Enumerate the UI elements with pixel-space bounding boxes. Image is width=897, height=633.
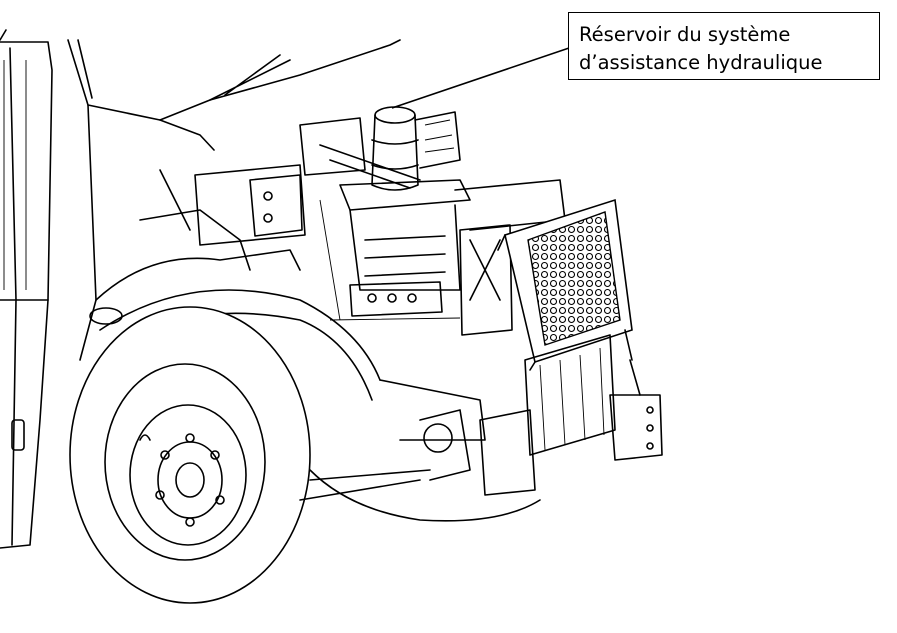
callout-leader-line (391, 46, 573, 109)
fender (89, 169, 381, 401)
front-frame (379, 329, 663, 496)
front-grille (497, 198, 633, 371)
front-wheel (69, 306, 311, 604)
hydraulic-reservoir (371, 106, 461, 191)
hood (67, 39, 401, 361)
far-wheel (299, 469, 541, 522)
engine-compartment (194, 117, 566, 336)
cab-side (0, 29, 53, 549)
callout-line-2: d’assistance hydraulique (579, 51, 823, 74)
callout-line-1: Réservoir du système (579, 23, 791, 46)
reservoir-callout-label: Réservoir du système d’assistance hydrau… (568, 12, 880, 80)
